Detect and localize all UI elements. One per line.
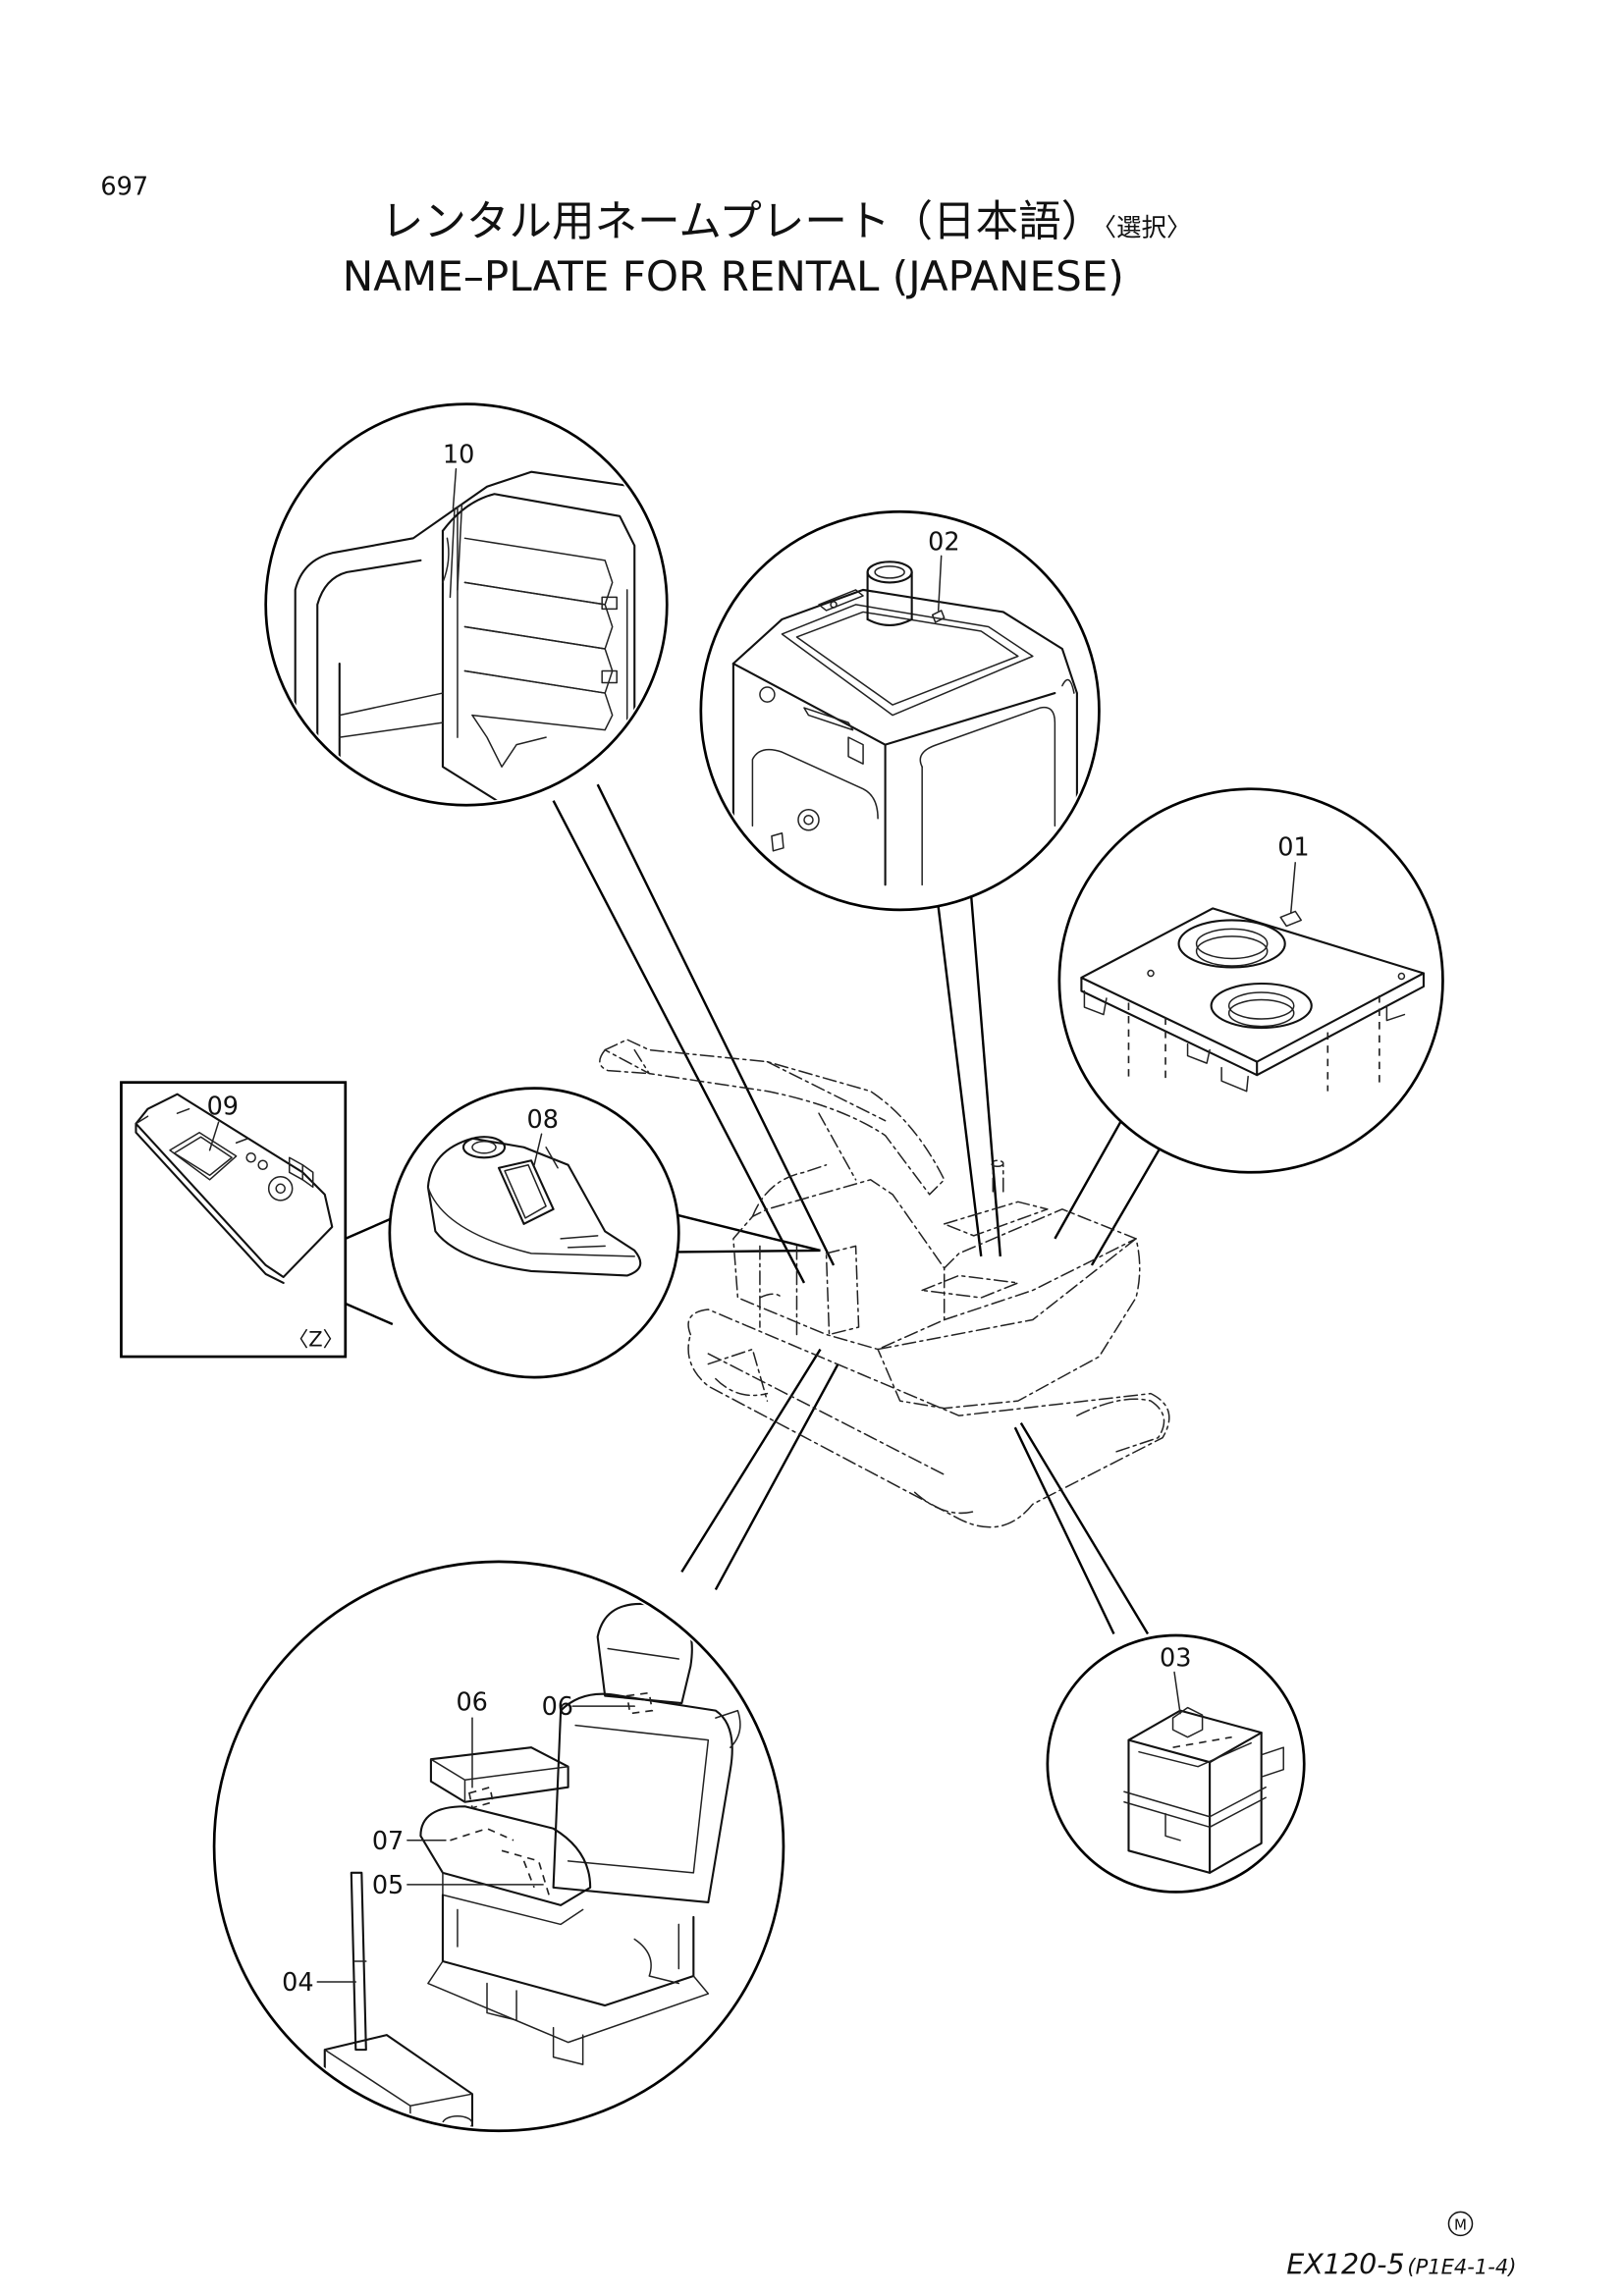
manufacturer-mark-icon	[1447, 2211, 1474, 2237]
title-japanese: レンタル用ネームプレート（日本語）〈選択〉	[381, 197, 1192, 246]
title-english: NAME–PLATE FOR RENTAL (JAPANESE)	[343, 252, 1124, 300]
model-number: EX120-5	[1286, 2248, 1404, 2280]
callout-10: 10	[443, 441, 474, 470]
manufacturer-mark-letter: M	[1454, 2216, 1467, 2233]
callout-09: 09	[207, 1093, 239, 1122]
callout-01: 01	[1277, 832, 1309, 862]
detail-circle-seat: 06 06 07 05 04	[212, 1560, 785, 2133]
callout-07: 07	[372, 1827, 404, 1856]
callout-08: 08	[527, 1105, 559, 1135]
footer: M EX120-5 (P1E4-1-4)	[1286, 2211, 1516, 2280]
detail-circle-02: 02	[699, 509, 1101, 912]
callout-02: 02	[928, 527, 959, 557]
callout-06-headrest: 06	[542, 1692, 573, 1722]
excavator-outline	[599, 1039, 1170, 1528]
callout-03: 03	[1160, 1644, 1191, 1674]
detail-circle-08: 08	[388, 1087, 680, 1379]
callout-05: 05	[372, 1871, 404, 1900]
detail-circle-03: 03	[1046, 1633, 1306, 1894]
callout-04: 04	[282, 1968, 313, 1998]
view-z-label: 〈Z〉	[288, 1327, 343, 1352]
callout-06-armrest: 06	[456, 1688, 487, 1718]
page-code: (P1E4-1-4)	[1407, 2254, 1516, 2278]
page-number: 697	[100, 172, 148, 201]
detail-box-09: 09 〈Z〉	[120, 1081, 348, 1359]
detail-circle-01: 01	[1057, 787, 1444, 1174]
detail-circle-10: 10	[264, 402, 669, 807]
